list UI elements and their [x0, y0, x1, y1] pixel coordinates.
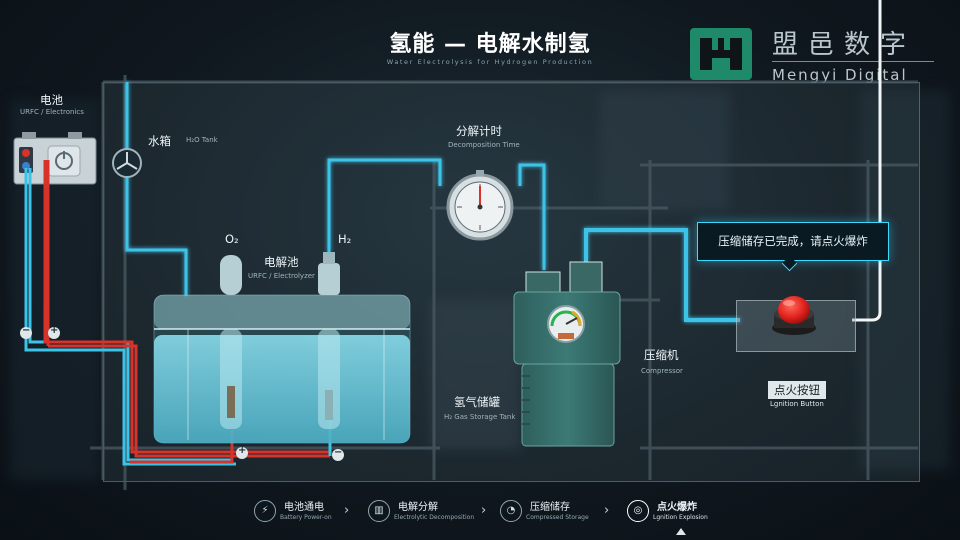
h2-label: H₂ — [338, 232, 352, 246]
compress-icon: ◔ — [500, 500, 522, 522]
brand-name-cn: 盟邑数字 — [772, 30, 917, 60]
decomposition-timer — [446, 170, 514, 241]
step-subtitle: Battery Power-on — [280, 514, 332, 521]
battery-icon: ⚡ — [254, 500, 276, 522]
timer-label: 分解计时 — [456, 124, 502, 138]
ignition-tooltip: 压缩储存已完成，请点火爆炸 — [697, 222, 889, 261]
battery-label: 电池 — [40, 93, 63, 107]
storage-sublabel: H₂ Gas Storage Tank — [444, 413, 516, 421]
chevron-right-icon: › — [481, 503, 487, 518]
step-title: 点火爆炸 — [657, 502, 697, 513]
compressor-sublabel: Compressor — [641, 367, 683, 375]
ignition-icon: ◎ — [627, 500, 649, 522]
electrolyzer-sublabel: URFC / Electrolyzer — [248, 272, 315, 280]
battery-minus-sign: − — [22, 325, 31, 336]
step-subtitle: Lgnition Explosion — [653, 514, 708, 521]
step-title: 电解分解 — [398, 502, 438, 513]
battery[interactable] — [13, 132, 97, 185]
brand-divider — [772, 61, 934, 62]
o2-label: O₂ — [225, 232, 239, 246]
electrolyzer-tank[interactable] — [153, 252, 411, 444]
ignition-label: 点火按钮 — [768, 381, 826, 399]
step-subtitle: Compressed Storage — [526, 514, 589, 521]
ignition-button[interactable] — [770, 288, 818, 336]
brand-name-en: Mengyi Digital — [772, 66, 908, 84]
ignition-sublabel: Lgnition Button — [770, 400, 824, 408]
compressor-label: 压缩机 — [644, 348, 679, 362]
electrolysis-icon: ▥ — [368, 500, 390, 522]
page-title: 氢能 — 电解水制氢 — [389, 32, 591, 57]
tank-label: 水箱 — [148, 134, 171, 148]
battery-plus-sign: + — [50, 325, 59, 336]
step-title: 压缩储存 — [530, 502, 570, 513]
electrolyzer-label: 电解池 — [264, 255, 299, 269]
brand-logo-icon — [690, 28, 752, 80]
active-step-marker — [676, 528, 686, 535]
compressor-unit — [513, 261, 621, 447]
cathode-plus-sign: + — [238, 445, 247, 456]
step-title: 电池通电 — [284, 502, 324, 513]
anode-minus-sign: − — [334, 447, 343, 458]
step-subtitle: Electrolytic Decomposition — [394, 514, 475, 521]
tank-sublabel: H₂O Tank — [186, 136, 218, 144]
timer-sublabel: Decomposition Time — [448, 141, 520, 149]
page-subtitle: Water Electrolysis for Hydrogen Producti… — [386, 58, 594, 66]
chevron-right-icon: › — [344, 503, 350, 518]
storage-label: 氢气储罐 — [454, 395, 500, 409]
chevron-right-icon: › — [604, 503, 610, 518]
battery-sublabel: URFC / Electronics — [20, 108, 84, 116]
